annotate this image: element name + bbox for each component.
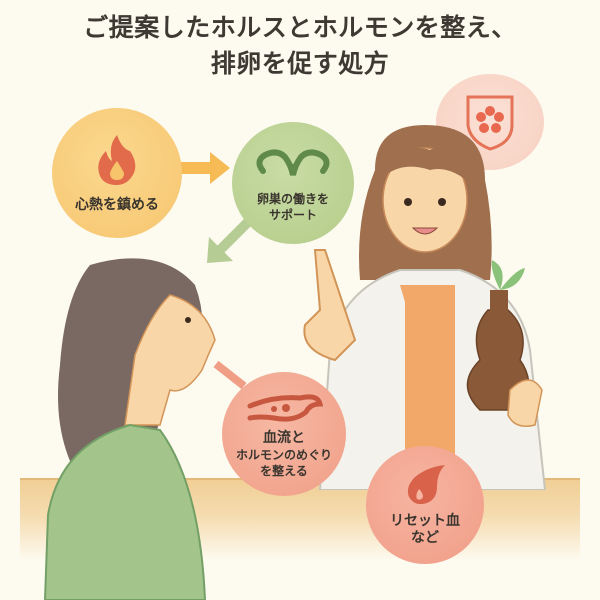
blood-drop-icon — [407, 465, 445, 505]
bubble-label-line-1: 血流と — [263, 429, 305, 446]
shield-flower-icon — [466, 95, 514, 151]
bubble-reset-blood: リセット血 など — [366, 446, 484, 564]
title-line-2: 排卵を促す処方 — [210, 49, 390, 78]
bubble-label-line-2: ホルモンのめぐり — [235, 447, 332, 462]
bubble-label-line-1: 卵巣の働きを — [256, 192, 329, 206]
uterus-icon — [256, 149, 330, 176]
arrow-down-left-icon — [207, 215, 255, 263]
bubble-label-line-2: など — [411, 530, 439, 546]
bubble-label-line-2: サポート — [268, 208, 317, 222]
flame-icon — [98, 134, 136, 185]
bubble-calm-heart-heat: 心熱を鎮める — [52, 108, 182, 238]
bubble-label-line-1: リセット血 — [390, 513, 460, 529]
title-line-1: ご提案したホルスとホルモンを整え、 — [83, 13, 517, 42]
bubble-tail — [213, 360, 247, 390]
patient-illustration — [43, 258, 216, 600]
bubble-blood-hormone-flow: 血流と ホルモンのめぐり を整える — [222, 372, 346, 496]
bubble-ovary-support: 卵巣の働きを サポート — [232, 122, 354, 244]
bubble-label: 心熱を鎮める — [75, 196, 159, 213]
page-title: ご提案したホルスとホルモンを整え、 排卵を促す処方 — [0, 10, 600, 82]
bubble-label-line-3: を整える — [260, 463, 308, 478]
blood-vessel-icon — [247, 393, 324, 422]
arrow-right-icon — [180, 152, 230, 184]
